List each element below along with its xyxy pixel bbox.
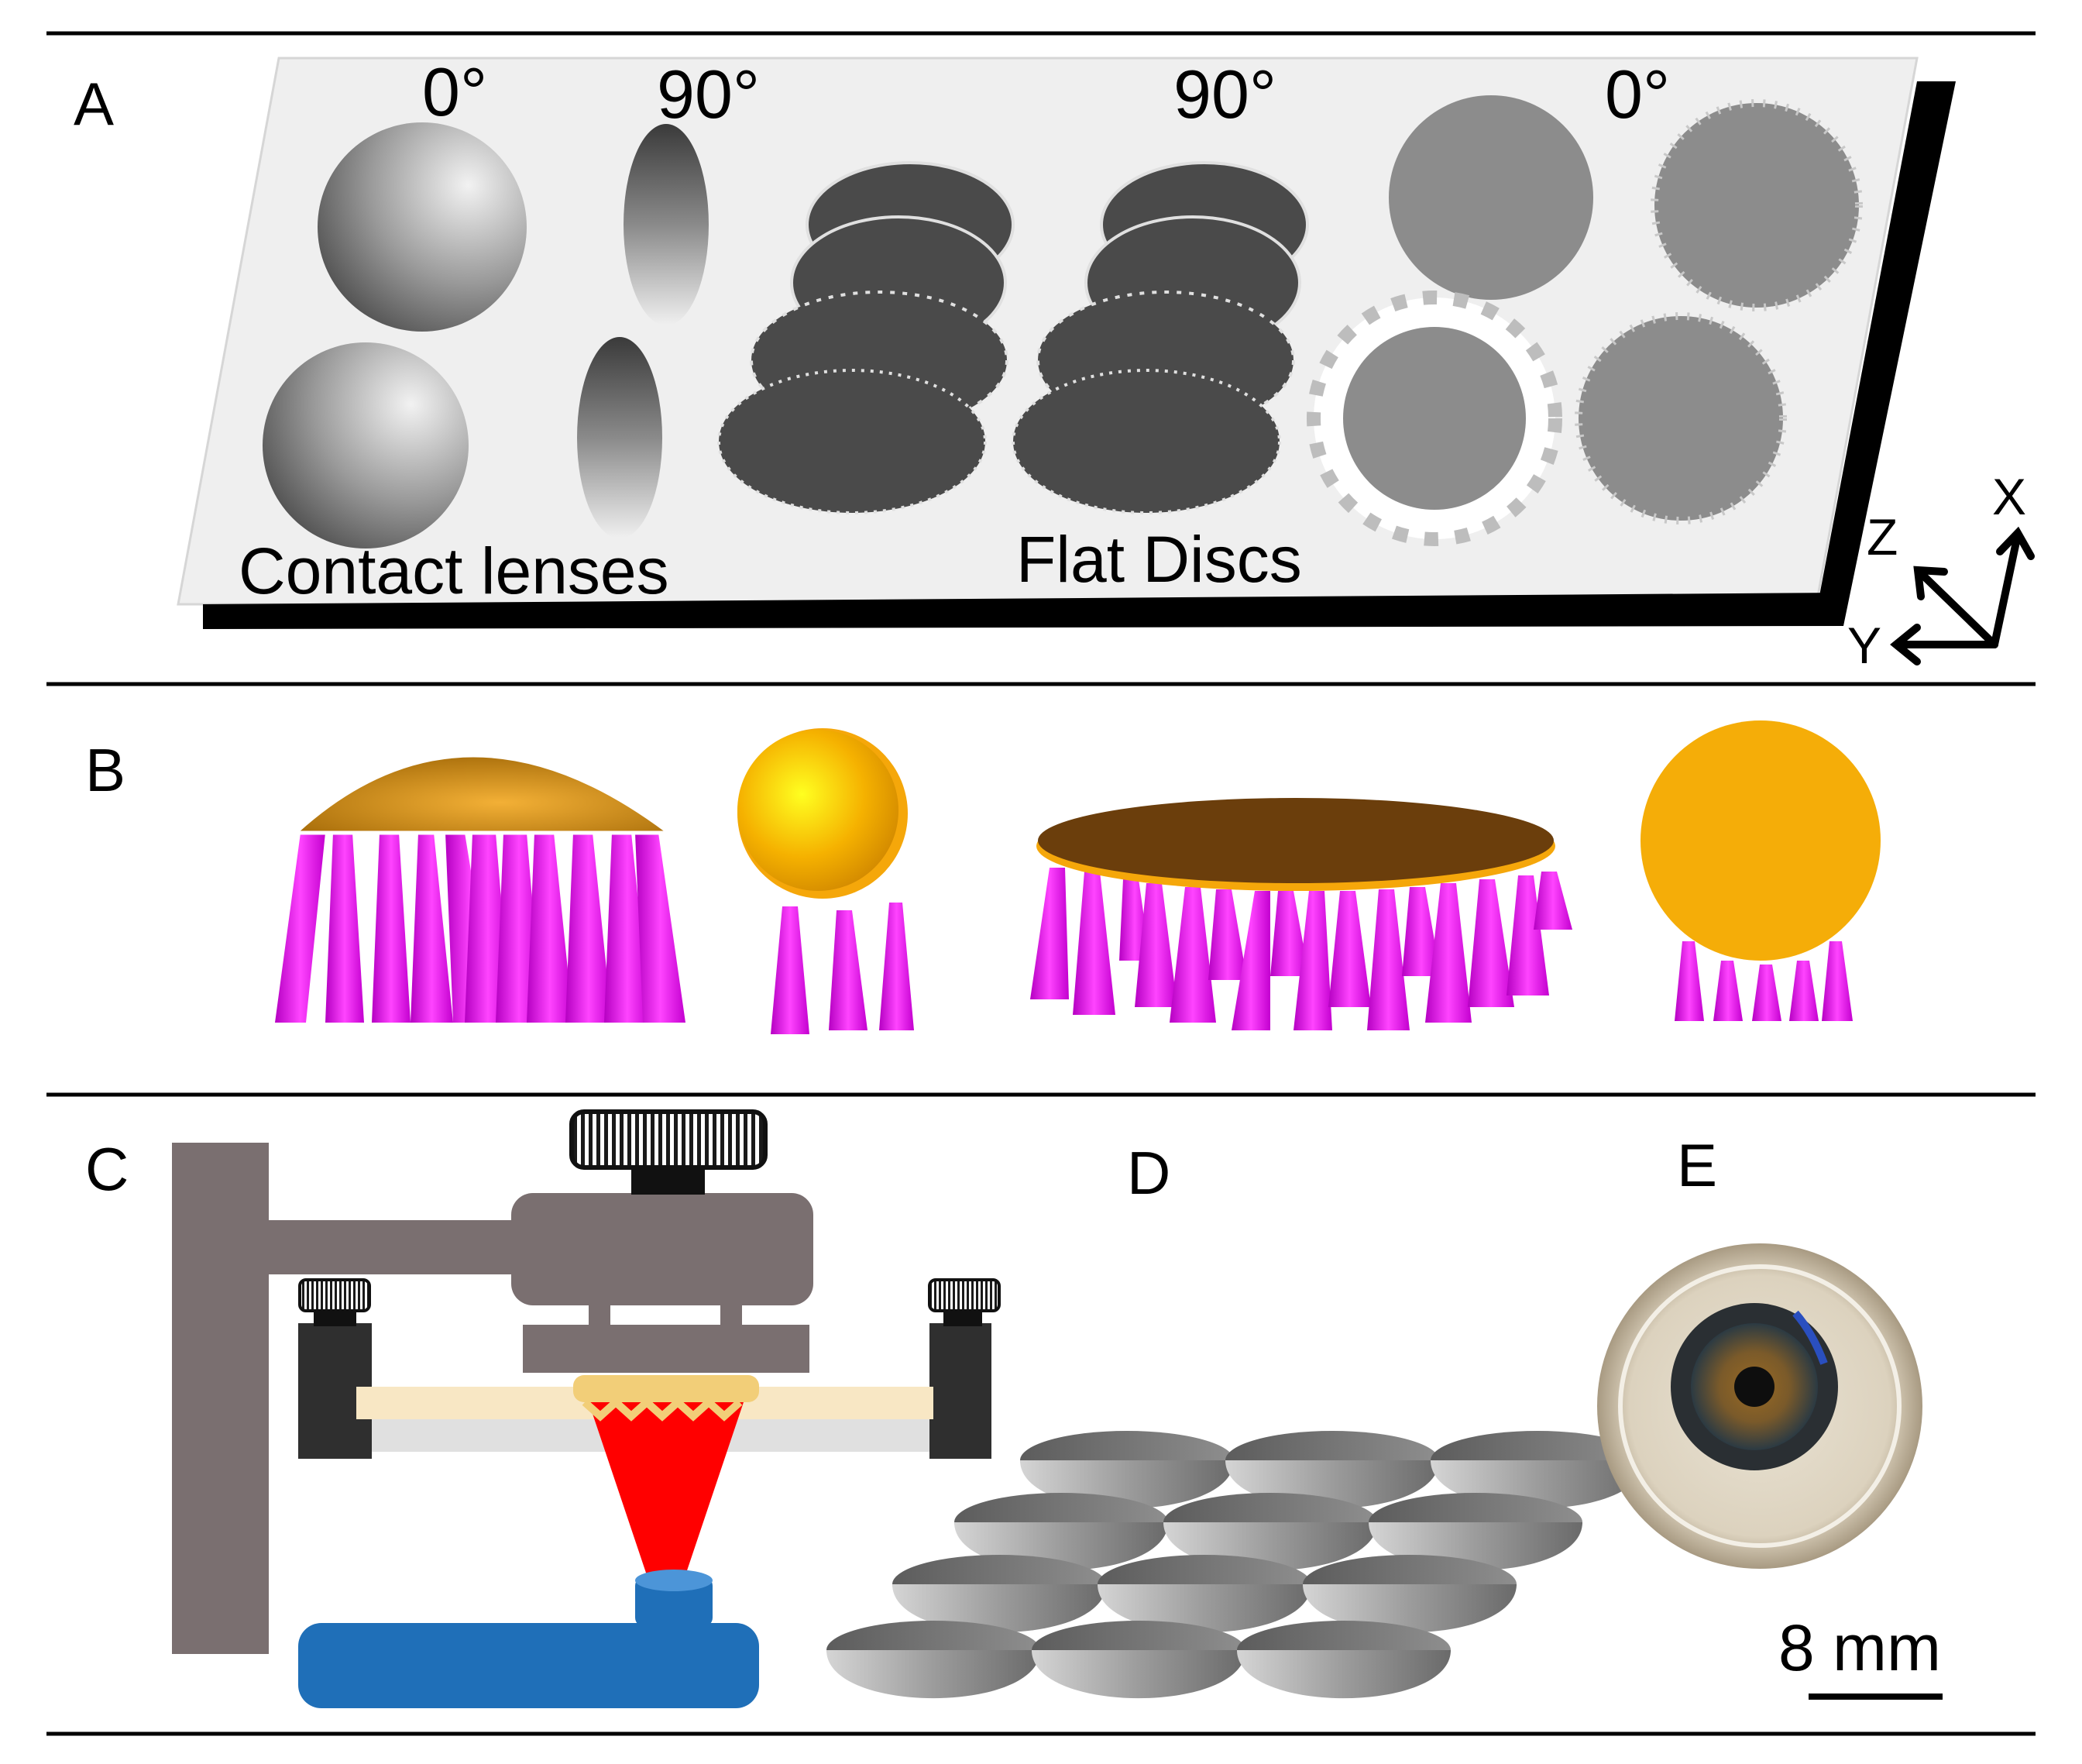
lens-bowl	[1098, 1555, 1311, 1633]
panel-b-lens-dome	[298, 757, 666, 835]
panel-a-flat-discs-top	[1389, 95, 1863, 311]
panel-a-caption-contact-lenses: Contact lenses	[239, 535, 669, 607]
panel-a-stacked-discs-middle	[1012, 161, 1309, 514]
panel-b-disc-side	[1641, 720, 1881, 961]
panel-b-disc	[1036, 798, 1555, 891]
panel-a-angle-2: 90°	[657, 56, 761, 132]
panel-a-axis-y: Y	[1847, 617, 1882, 674]
panel-e-scale-label: 8 mm	[1778, 1611, 1941, 1684]
lens-bowl	[826, 1621, 1040, 1699]
panel-b-lens-side	[737, 728, 908, 899]
panel-a-angle-3: 90°	[1173, 56, 1277, 132]
panel-a-angle-4: 0°	[1605, 56, 1671, 132]
lens-bowl	[1237, 1621, 1451, 1699]
panel-a-flat-discs-bottom	[1307, 291, 1787, 546]
panel-a-label: A	[74, 70, 115, 138]
panel-a-caption-flat-discs: Flat Discs	[1016, 523, 1302, 596]
panel-a-stacked-discs-left	[717, 161, 1015, 514]
panel-d-label: D	[1127, 1139, 1171, 1207]
lens-bowl	[1431, 1431, 1644, 1509]
panel-c-apparatus	[172, 1109, 1001, 1708]
lens-bowl	[892, 1555, 1106, 1633]
panel-a-axis-arrows	[1890, 526, 2035, 665]
panel-a-contact-lenses	[263, 122, 709, 548]
panel-b-supports-disc-top	[1030, 868, 1572, 1030]
panel-a-axis-x: X	[1992, 468, 2027, 525]
panel-a-axis-z: Z	[1867, 508, 1898, 566]
panel-a-angle-1: 0°	[422, 53, 488, 130]
panel-b-supports-disc-side	[1675, 941, 1853, 1021]
panel-b-supports-lens-top	[275, 833, 685, 1023]
panel-d-lens-array	[826, 1431, 1644, 1699]
lens-bowl	[1303, 1555, 1517, 1633]
panel-c-label: C	[85, 1135, 129, 1203]
panel-b-label: B	[85, 736, 126, 804]
panel-b-supports-lens-side	[771, 903, 914, 1034]
panel-e-label: E	[1677, 1131, 1718, 1199]
lens-bowl	[1032, 1621, 1245, 1699]
panel-e-photo	[1597, 1243, 1922, 1569]
panel-separators	[46, 31, 2036, 1736]
